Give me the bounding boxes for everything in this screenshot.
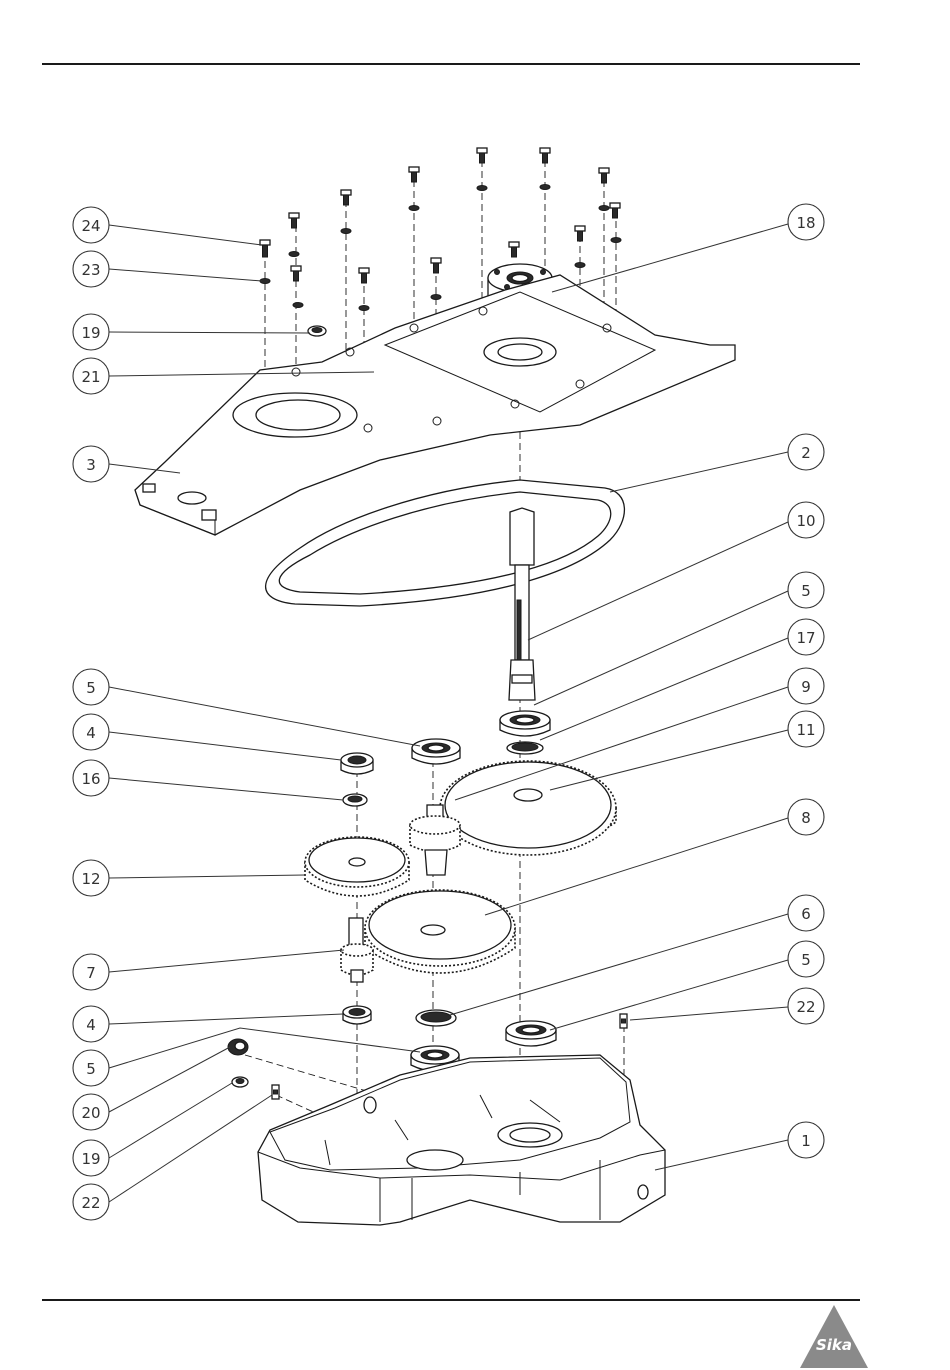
screw-icon [477, 148, 487, 163]
callout-22: 22 [73, 1184, 109, 1220]
callout-number: 4 [86, 724, 96, 742]
callout-number: 5 [86, 1060, 96, 1078]
callout-number: 4 [86, 1016, 96, 1034]
plug-part [308, 326, 326, 336]
bearing-part [500, 711, 550, 736]
logo-text: Sika [816, 1336, 852, 1354]
bearing-part [412, 739, 460, 764]
callout-10: 10 [788, 502, 824, 538]
sika-logo: Sika [800, 1305, 868, 1368]
callout-number: 2 [801, 444, 811, 462]
callout-16: 16 [73, 760, 109, 796]
callout-19: 19 [73, 314, 109, 350]
callout-number: 7 [86, 964, 96, 982]
spacer-ring-part [507, 742, 543, 754]
bearing-part [506, 1021, 556, 1046]
screw-icon [540, 148, 550, 163]
callout-number: 5 [801, 582, 811, 600]
callout-11: 11 [788, 711, 824, 747]
callout-number: 8 [801, 809, 811, 827]
screw-icon [291, 266, 301, 281]
callout-5: 5 [788, 941, 824, 977]
callout-number: 6 [801, 905, 811, 923]
gasket-part [266, 480, 625, 606]
callout-number: 1 [801, 1132, 811, 1150]
callout-23: 23 [73, 251, 109, 287]
washer-icon [477, 186, 487, 191]
screw-icon [431, 258, 441, 273]
bearing-part [343, 1006, 371, 1024]
callout-6: 6 [788, 895, 824, 931]
callout-number: 9 [801, 678, 811, 696]
screw-icon [610, 203, 620, 218]
callout-number: 20 [81, 1104, 100, 1122]
callout-4: 4 [73, 714, 109, 750]
screw-icon [599, 168, 609, 183]
plug-part [232, 1077, 248, 1087]
callout-number: 5 [801, 951, 811, 969]
callout-9: 9 [788, 668, 824, 704]
screw-icon [341, 190, 351, 205]
washer-icon [359, 306, 369, 311]
washer-icon [289, 252, 299, 257]
lower-gear-part [365, 890, 515, 973]
callout-5: 5 [73, 669, 109, 705]
callout-20: 20 [73, 1094, 109, 1130]
screw-icon [575, 226, 585, 241]
callout-2: 2 [788, 434, 824, 470]
washer-icon [540, 185, 550, 190]
gearbox-housing-part [258, 1055, 665, 1225]
callout-5: 5 [73, 1050, 109, 1086]
callout-19: 19 [73, 1140, 109, 1176]
plug-part [228, 1039, 248, 1055]
callout-number: 19 [81, 1150, 100, 1168]
callout-number: 12 [81, 870, 100, 888]
callout-21: 21 [73, 358, 109, 394]
washer-icon [431, 295, 441, 300]
callout-number: 17 [796, 629, 815, 647]
callout-number: 23 [81, 261, 100, 279]
callout-17: 17 [788, 619, 824, 655]
washer-icon [409, 206, 419, 211]
spacer-ring-part [343, 794, 367, 806]
screw-icon [260, 240, 270, 257]
callout-8: 8 [788, 799, 824, 835]
washer-icon [293, 303, 303, 308]
callout-number: 22 [796, 998, 815, 1016]
callout-number: 3 [86, 456, 96, 474]
callout-number: 21 [81, 368, 100, 386]
output-shaft-part [509, 508, 535, 700]
callout-12: 12 [73, 860, 109, 896]
medium-gear-part [305, 837, 409, 896]
washer-icon [611, 238, 621, 243]
screw-icon [509, 242, 519, 257]
screw-icon [359, 268, 369, 283]
callout-18: 18 [788, 204, 824, 240]
callout-7: 7 [73, 954, 109, 990]
washer-icon [599, 206, 609, 211]
callout-number: 5 [86, 679, 96, 697]
callout-number: 22 [81, 1194, 100, 1212]
callout-5: 5 [788, 572, 824, 608]
washer-icon [575, 263, 585, 268]
set-screw-part [620, 1014, 627, 1028]
callout-1: 1 [788, 1122, 824, 1158]
callout-number: 11 [796, 721, 815, 739]
callout-4: 4 [73, 1006, 109, 1042]
screw-icon [289, 213, 299, 228]
callout-number: 16 [81, 770, 100, 788]
callout-number: 19 [81, 324, 100, 342]
seal-ring-part [416, 1010, 456, 1026]
callout-3: 3 [73, 446, 109, 482]
bearing-part [341, 753, 373, 774]
set-screw-part [272, 1085, 279, 1099]
callout-number: 24 [81, 217, 100, 235]
screw-icon [409, 167, 419, 182]
callout-number: 18 [796, 214, 815, 232]
callout-22: 22 [788, 988, 824, 1024]
callout-number: 10 [796, 512, 815, 530]
callout-24: 24 [73, 207, 109, 243]
washer-icon [341, 229, 351, 234]
